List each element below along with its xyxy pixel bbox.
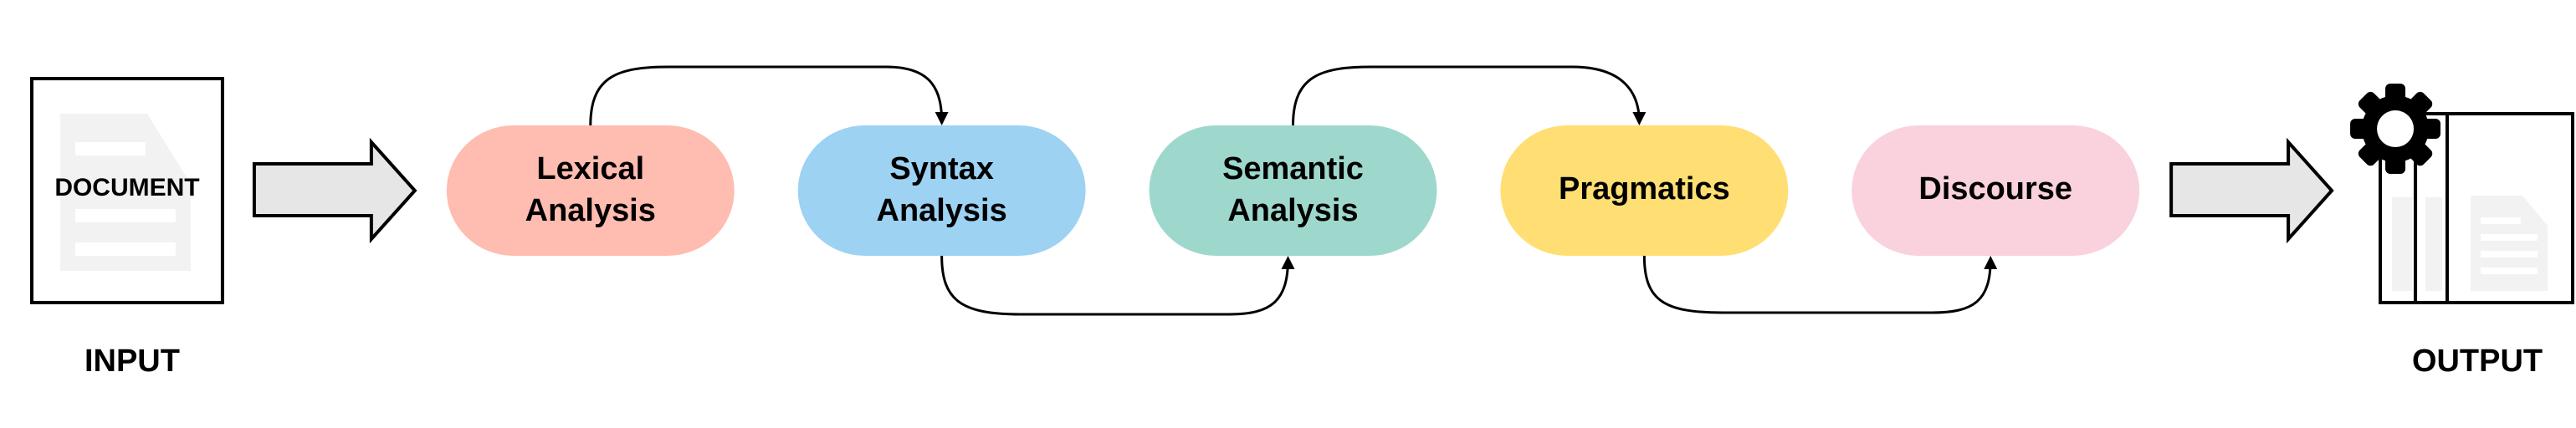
stage-label: Analysis [525,193,656,228]
document-icon [2392,196,2548,291]
connector-pragmatics-discourse [1642,255,1998,314]
output-caption: OUTPUT [2412,344,2543,379]
output-document [2350,84,2575,304]
stage-discourse: Discourse [1851,125,2140,256]
stage-label: Analysis [1227,193,1358,228]
stage-lexical: Lexical Analysis [446,125,735,256]
stage-label: Syntax [889,151,994,186]
stage-label: Semantic [1222,151,1364,186]
document-label: DOCUMENT [54,174,199,201]
stage-semantic: Semantic Analysis [1149,125,1437,256]
block-arrow-icon [252,137,417,244]
connectors [589,65,1998,316]
stage-label: Lexical [536,151,644,186]
connector-semantic-pragmatics [1291,65,1646,126]
input-caption: INPUT [85,344,180,379]
stage-pragmatics: Pragmatics [1500,125,1789,256]
gear-icon [2350,84,2441,175]
document-icon [59,114,191,271]
stage-label: Pragmatics [1559,171,1730,206]
block-arrow-icon [2169,137,2334,244]
connector-lexical-syntax [589,65,949,126]
input-document: DOCUMENT [29,77,224,304]
stage-syntax: Syntax Analysis [797,125,1086,256]
stage-label: Analysis [877,193,1007,228]
stage-label: Discourse [1918,171,2072,206]
connector-syntax-semantic [940,255,1295,316]
